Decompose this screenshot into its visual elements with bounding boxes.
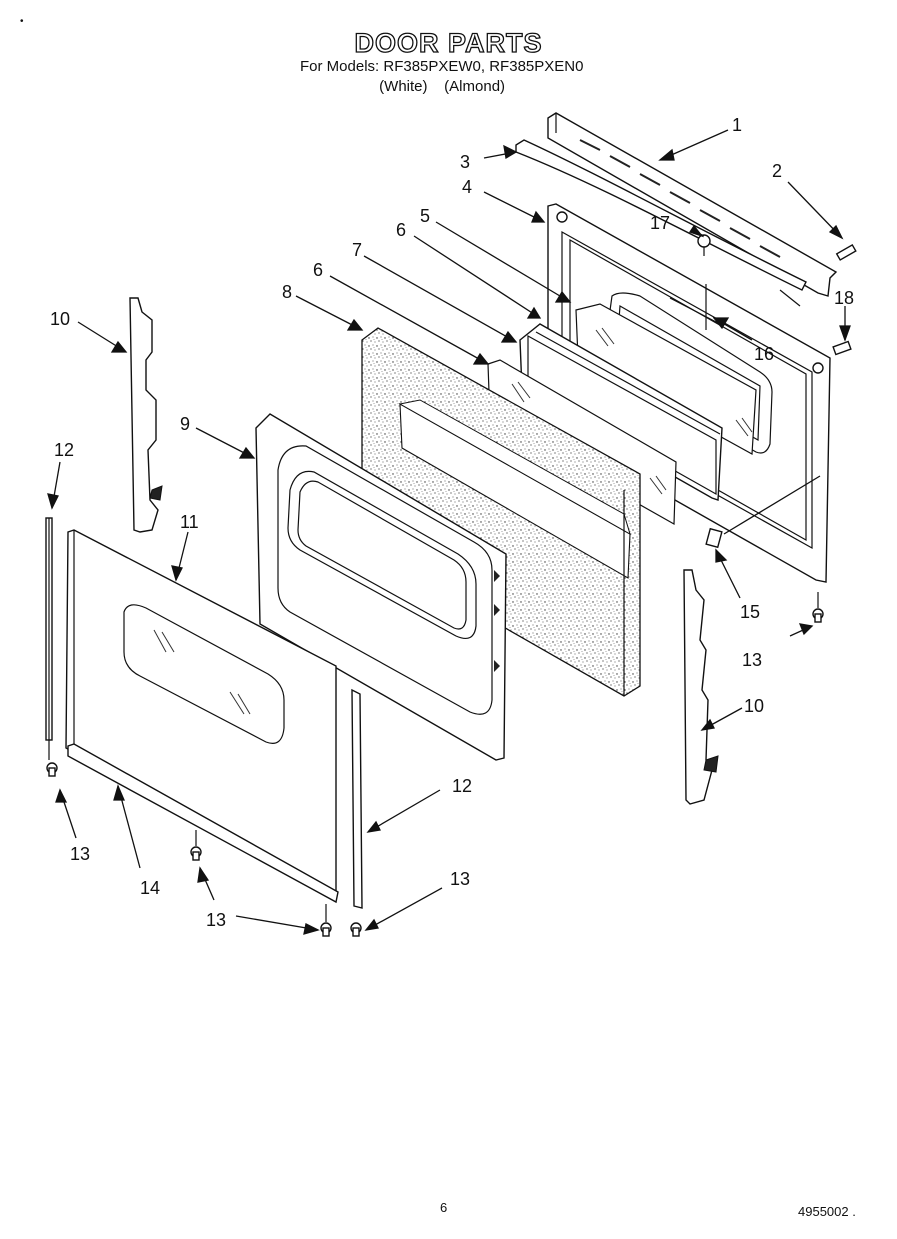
page-number: 6 [440,1200,448,1215]
part-screw-17 [697,234,711,256]
callout-2: 2 [772,161,782,181]
callouts: 1 2 3 4 5 6 6 7 8 9 10 10 11 12 12 13 13… [50,115,854,930]
part-door-frame [255,413,507,761]
part-vent-trim [547,112,838,297]
callout-12a: 12 [54,440,74,460]
document-code: 4955002 . [798,1204,856,1219]
callout-9: 9 [180,414,190,434]
part-screws [46,340,852,937]
stray-mark: • [20,16,24,27]
leader-lines [47,129,851,935]
part-side-bracket-left [129,297,163,533]
page-title: DOOR PARTS [354,27,543,58]
callout-12b: 12 [452,776,472,796]
callout-6a: 6 [396,220,406,240]
part-side-trim-right [351,688,363,909]
part-screw-2 [835,243,857,261]
part-insulation [361,327,641,697]
callout-13b: 13 [70,844,90,864]
callout-14: 14 [140,878,160,898]
callout-15: 15 [740,602,760,622]
callout-3: 3 [460,152,470,172]
callout-10b: 10 [744,696,764,716]
callout-8: 8 [282,282,292,302]
part-bottom-trim [67,743,339,904]
callout-5: 5 [420,206,430,226]
callout-18: 18 [834,288,854,308]
callout-16: 16 [754,344,774,364]
part-clip [705,527,723,549]
callout-13d: 13 [450,869,470,889]
models-line: For Models: RF385PXEW0, RF385PXEN0 [300,58,584,75]
callout-4: 4 [462,177,472,197]
part-outer-panel [65,529,337,896]
callout-10a: 10 [50,309,70,329]
callout-13a: 13 [742,650,762,670]
callout-6b: 6 [313,260,323,280]
callout-17: 17 [650,213,670,233]
part-seal [669,284,721,330]
part-side-trim-left [45,517,53,741]
callout-7: 7 [352,240,362,260]
callout-1: 1 [732,115,742,135]
callout-11: 11 [180,512,199,532]
part-trim-strip [515,139,807,307]
colors-line: (White) (Almond) [300,78,506,95]
part-side-bracket-right [683,569,719,805]
callout-13c: 13 [206,910,226,930]
